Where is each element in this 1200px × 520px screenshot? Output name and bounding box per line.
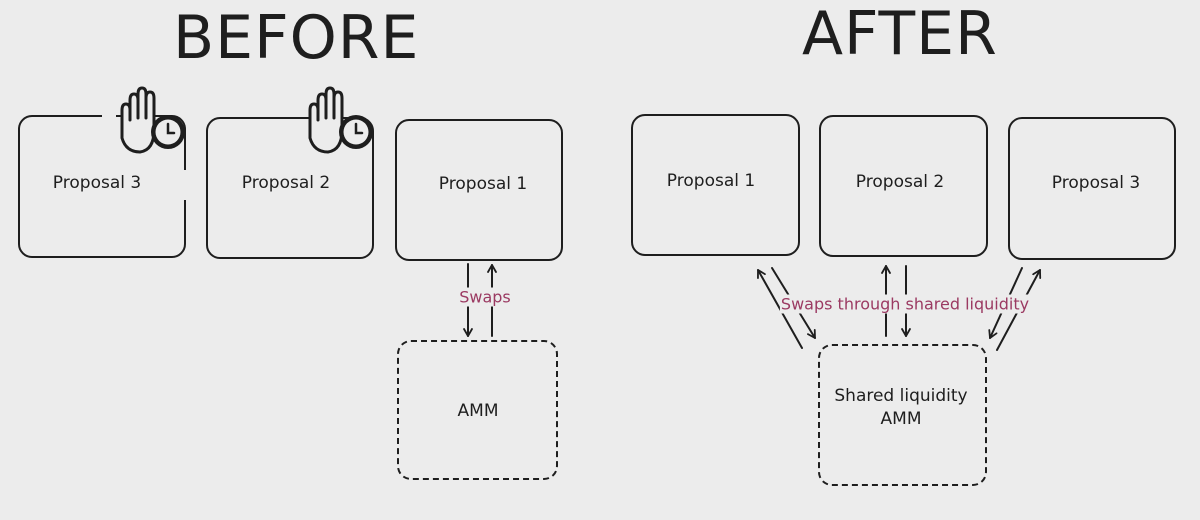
after-proposal-2-box — [819, 115, 988, 257]
before-proposal-3-label: Proposal 3 — [52, 173, 142, 193]
after-proposal-1-label: Proposal 1 — [666, 171, 756, 191]
before-swaps-label: Swaps — [458, 287, 512, 307]
before-proposal-2-label: Proposal 2 — [241, 173, 331, 193]
after-proposal-1-box — [631, 114, 800, 256]
after-amm-label: Shared liquidity AMM — [834, 386, 968, 429]
box-gap — [183, 170, 189, 200]
after-title: AFTER — [802, 0, 998, 69]
before-amm-label: AMM — [457, 401, 499, 421]
before-proposal-2-box — [206, 117, 374, 259]
before-proposal-1-label: Proposal 1 — [438, 174, 528, 194]
after-proposal-3-box — [1008, 117, 1176, 260]
after-swaps-label: Swaps through shared liquidity — [779, 294, 1031, 314]
after-amm-box — [818, 344, 987, 486]
before-amm-box — [397, 340, 558, 480]
box-gap — [102, 112, 116, 118]
before-title: BEFORE — [173, 3, 420, 73]
after-proposal-3-label: Proposal 3 — [1051, 173, 1141, 193]
after-proposal-2-label: Proposal 2 — [855, 172, 945, 192]
raised-hand-clock-icon — [308, 86, 373, 154]
raised-hand-clock-icon — [120, 86, 185, 154]
before-proposal-1-box — [395, 119, 563, 261]
